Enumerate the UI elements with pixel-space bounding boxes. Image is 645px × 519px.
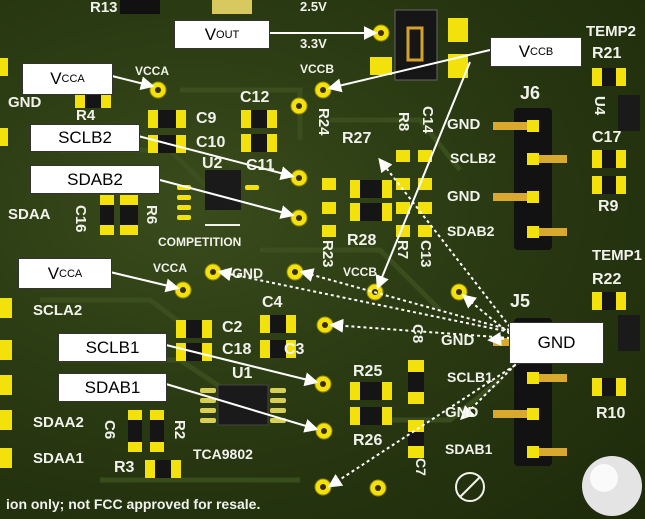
silk-vccb-mid: VCCB [343,265,378,279]
silk-r24: R24 [315,108,332,136]
silk-r25: R25 [353,363,383,380]
silk-c12: C12 [240,89,270,106]
silk-c8: C8 [409,324,426,344]
top-resistor [212,0,252,14]
silk-c14: C14 [419,106,436,134]
jumper-shunt [406,26,424,62]
silk-r28: R28 [347,232,377,249]
silk-r2: R2 [171,420,188,440]
silk-u4: U4 [591,96,608,116]
silk-c3: C3 [284,341,305,358]
silk-sdaa2: SDAA2 [33,414,84,431]
silk-competition: COMPETITION [158,235,242,249]
silk-c13: C13 [417,240,434,268]
silk-r21: R21 [592,45,622,62]
silk-r10: R10 [596,405,626,422]
silk-r26: R26 [353,432,383,449]
test-point-holes [155,30,462,491]
silk-j5-gnd1: GND [441,332,475,349]
callout-sdab2: SDAB2 [30,165,160,194]
silk-c2: C2 [222,319,243,336]
silk-temp2: TEMP2 [586,23,637,40]
gold-pads [0,18,468,468]
silk-gnd-left: GND [8,94,42,111]
silk-j6-sclb2: SCLB2 [450,150,496,166]
silk-r22: R22 [592,271,622,288]
silk-c4: C4 [262,294,283,311]
callout-vout-main: V [204,24,217,44]
u3-ic [618,315,640,351]
silk-j6-gnd1: GND [447,116,481,133]
silk-c7: C7 [413,458,429,476]
silk-c18: C18 [222,341,252,358]
silk-r7: R7 [394,240,411,260]
callout-arrows [109,26,491,433]
silk-tca9802: TCA9802 [193,446,253,462]
silk-c11: C11 [246,157,275,174]
callout-sdab1: SDAB1 [58,373,167,402]
silk-temp1: TEMP1 [592,247,643,264]
silk-2-5v: 2.5V [300,0,327,14]
callout-sclb2: SCLB2 [30,124,140,152]
silk-r3: R3 [114,459,135,476]
silk-j6-gnd2: GND [447,188,481,205]
silk-j5-gnd2: GND [445,404,479,421]
callout-vcca-top-main: V [50,69,62,88]
callout-vcca-mid-sub: CCA [59,267,83,280]
j6-header [514,108,552,250]
silk-j5-sclb1: SCLB1 [447,369,493,385]
silk-sdaa: SDAA [8,206,51,223]
jumper-header [394,9,438,81]
silk-vcca-top: VCCA [135,64,170,78]
gnd-dotted-arrows [217,157,521,488]
silk-r9: R9 [598,198,619,215]
callout-vccb-sub: CCB [530,46,554,58]
silk-c17: C17 [592,129,622,146]
silk-r23: R23 [319,240,336,268]
silk-c6: C6 [101,420,118,440]
silk-j5: J5 [510,291,531,311]
silk-r4: R4 [76,107,96,124]
u1-pins [200,388,286,423]
callout-vcca-top-sub: CCA [61,73,85,85]
smd-components [75,68,626,478]
silk-c10: C10 [196,134,226,151]
silk-vcca-mid: VCCA [153,261,188,275]
silk-j5-sdab1: SDAB1 [445,441,493,457]
silk-j6: J6 [520,83,541,103]
j6-pins [493,120,567,238]
silk-vccb-top: VCCB [300,62,335,76]
silk-scla2: SCLA2 [33,302,83,319]
silk-u1: U1 [232,365,253,382]
silk-c16: C16 [72,205,89,233]
silk-footer-disclaimer: ion only; not FCC approved for resale. [6,496,261,512]
callout-vcca-mid-main: V [47,263,60,283]
silk-u2: U2 [202,155,223,172]
silk-r27: R27 [342,130,372,147]
u1-ic [217,384,269,426]
silk-r13: R13 [90,0,118,16]
callout-gnd: GND [509,322,604,364]
callout-sclb1: SCLB1 [58,333,167,362]
pb-free-logo [455,472,485,502]
silk-3-3v: 3.3V [300,36,327,51]
u4-ic [618,95,640,131]
silk-r6: R6 [143,205,160,225]
silk-sdaa1: SDAA1 [33,450,84,467]
r13-component [120,0,160,14]
u2-ic [205,170,241,210]
silk-j6-sdab2: SDAB2 [447,223,495,239]
silk-gnd-mid: GND [232,265,264,281]
silk-r8: R8 [395,112,412,132]
silk-c9: C9 [196,110,217,127]
u2-pins [177,185,259,220]
callout-vout-sub: OUT [216,28,240,41]
callout-vccb-main: V [518,42,531,61]
